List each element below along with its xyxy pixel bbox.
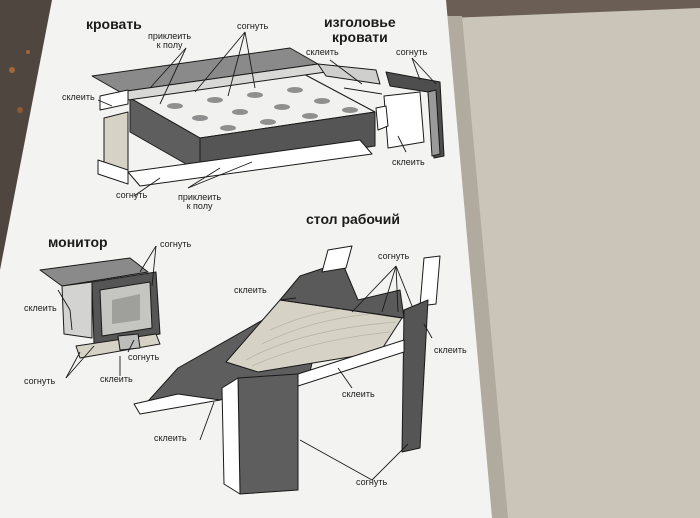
monitor-glue-left-label: склеить (24, 303, 57, 313)
bed-glue-to-floor-bottom-label: приклеить к полу (178, 192, 222, 212)
background-dot (9, 67, 15, 73)
desk-glue-bottom-left-label: склеить (154, 433, 187, 443)
desk-diagram (133, 245, 441, 495)
desk-glue-right-label: склеить (434, 345, 467, 355)
desk-leader-lines (199, 265, 433, 481)
monitor-leader-lines (57, 245, 157, 379)
headboard-side-strip (427, 89, 441, 157)
desk-glue-left-label: склеить (234, 285, 267, 295)
monitor-fold-top-label: согнуть (160, 239, 192, 249)
headboard-diagram (375, 71, 445, 159)
background-dot (17, 107, 23, 113)
desk-title: стол рабочий (306, 211, 400, 227)
desk-left-tab (321, 245, 353, 273)
desk-front-leg (237, 373, 299, 495)
monitor-side (61, 281, 93, 339)
monitor-screen-glare (112, 294, 140, 324)
desk-wood-grain (245, 307, 397, 367)
bed-left-tab (99, 89, 129, 111)
monitor-stand (117, 333, 141, 351)
headboard-leader-lines (329, 57, 437, 153)
headboard-tab (375, 105, 389, 131)
desk-fold-bottom-label: согнуть (356, 477, 388, 487)
headboard-title: изголовье кровати (324, 14, 396, 45)
background-dot (26, 50, 30, 54)
monitor-fold-bottom-label: согнуть (24, 376, 56, 386)
desk-floor-tab (297, 339, 405, 387)
desk-leg-side-strip (221, 377, 241, 495)
desk-right-panel (401, 299, 429, 453)
monitor-top-flap (39, 257, 149, 287)
desk-right-tab (419, 255, 441, 307)
bed-floor-tab-left (97, 159, 129, 185)
monitor-fold-right-label: согнуть (128, 352, 160, 362)
bed-fold-label: согнуть (237, 21, 269, 31)
desk-left-wing-edge (133, 393, 221, 415)
bed-leader-lines (97, 31, 256, 197)
right-page (448, 8, 700, 518)
bed-glue-left-label: склеить (62, 92, 95, 102)
bed-fold-bottom-label: согнуть (116, 190, 148, 200)
desk-glue-center-label: склеить (342, 389, 375, 399)
bed-flower-pattern (167, 87, 358, 131)
desk-fold-top-label: согнуть (378, 251, 410, 261)
monitor-glue-bottom-label: склеить (100, 374, 133, 384)
headboard-white-panel (383, 91, 425, 149)
bed-title: кровать (86, 16, 142, 32)
headboard-glue-bottom-label: склеить (392, 157, 425, 167)
headboard-glue-top-label: склеить (306, 47, 339, 57)
monitor-title: монитор (48, 234, 108, 250)
bed-glue-to-floor-top-label: приклеить к полу (148, 31, 192, 51)
headboard-fold-label: согнуть (396, 47, 428, 57)
monitor-diagram (39, 257, 161, 359)
